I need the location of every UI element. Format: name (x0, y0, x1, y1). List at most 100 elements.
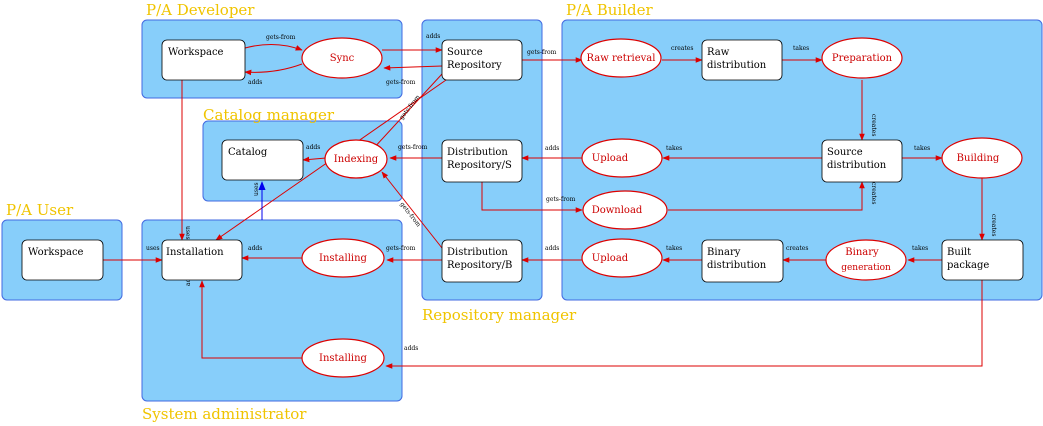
box-user-workspace[interactable]: Workspace (21, 239, 104, 281)
edge-label-uses: uses (253, 182, 260, 196)
box-raw-distribution[interactable]: Raw distribution (701, 39, 783, 81)
box-distribution-repository-b-label-1: Distribution (447, 247, 508, 258)
edge-source-to-indexing (371, 73, 443, 151)
process-download-label: Download (592, 205, 643, 216)
process-sync[interactable]: Sync (301, 37, 383, 79)
edge-label-adds: adds (248, 79, 262, 86)
process-upload-s[interactable]: Upload (581, 138, 663, 178)
process-building-label: Building (957, 153, 1000, 164)
edge-label-adds: adds (248, 245, 262, 252)
edge-label-takes: takes (793, 45, 809, 52)
edge-indexing-to-catalog (302, 156, 327, 163)
box-source-repository[interactable]: Source Repository (441, 39, 523, 81)
process-sync-label: Sync (330, 53, 355, 64)
process-upload-b-label: Upload (592, 253, 629, 264)
box-distribution-repository-s[interactable]: Distribution Repository/S (441, 139, 523, 183)
process-installing-b[interactable]: Installing (301, 238, 385, 278)
process-download[interactable]: Download (582, 190, 668, 230)
process-binary-generation-label-1: Binary (845, 247, 879, 258)
region-title-sysadmin: System administrator (142, 405, 307, 423)
box-binary-distribution-label-2: distribution (707, 260, 767, 271)
box-raw-distribution-label-1: Raw (707, 47, 730, 58)
box-binary-distribution-label-1: Binary (707, 247, 741, 258)
box-built-package[interactable]: Built package (941, 239, 1024, 281)
edge-label-uses: uses (146, 245, 160, 252)
edge-label-gets-from: gets-from (266, 34, 296, 41)
edge-label-gets-from: gets-from (398, 94, 422, 122)
edge-label-creates: creates (671, 45, 693, 52)
process-binary-generation[interactable]: Binary generation (825, 239, 907, 281)
region-title-developer: P/A Developer (146, 1, 255, 19)
edge-label-gets-from: gets-from (386, 245, 416, 252)
edge-label-adds: adds (404, 345, 418, 352)
edge-installing-c-to-installation (199, 280, 302, 359)
region-title-builder: P/A Builder (566, 1, 654, 19)
edge-label-adds: adds (545, 245, 559, 252)
process-installing-c-label: Installing (319, 353, 368, 364)
edge-label-adds: adds (306, 144, 320, 151)
box-dev-workspace-label-1: Workspace (168, 47, 224, 58)
edge-label-takes: takes (666, 245, 682, 252)
edge-label-takes: takes (666, 145, 682, 152)
box-dev-workspace[interactable]: Workspace (161, 39, 246, 81)
process-building[interactable]: Building (941, 137, 1023, 179)
edge-label-creates: creates (990, 214, 997, 236)
box-source-distribution-label-1: Source (827, 147, 863, 158)
box-distribution-repository-s-label-1: Distribution (447, 147, 508, 158)
edge-built-to-installing-c (385, 280, 983, 369)
process-indexing-label: Indexing (334, 154, 379, 165)
box-source-distribution-label-2: distribution (827, 160, 887, 171)
edge-distS-to-download (481, 182, 583, 213)
box-source-repository-label-1: Source (447, 47, 483, 58)
box-binary-distribution[interactable]: Binary distribution (701, 239, 784, 283)
box-catalog-label-1: Catalog (228, 147, 268, 158)
edge-label-creates: creates (870, 114, 877, 136)
edge-label-gets-from: gets-from (546, 196, 576, 203)
edge-label-creates: creates (786, 245, 808, 252)
edge-download-to-source-dist (668, 181, 865, 211)
process-indexing[interactable]: Indexing (324, 139, 388, 179)
region-title-catalog: Catalog manager (203, 106, 335, 124)
edge-label-uses: uses (184, 226, 191, 240)
region-title-repo: Repository manager (422, 306, 577, 324)
box-installation-label-1: Installation (166, 247, 224, 258)
boxes: Workspace Source Repository Catalog Dist… (21, 39, 1024, 283)
edge-source-to-sync (383, 64, 443, 71)
processes: Sync Indexing Installing Installing Raw … (301, 37, 1023, 378)
box-distribution-repository-b[interactable]: Distribution Repository/B (441, 239, 523, 283)
region-titles: P/A Developer Catalog manager P/A User S… (6, 1, 654, 423)
edge-label-takes: takes (914, 145, 930, 152)
edge-label-gets-from: gets-from (398, 144, 428, 151)
process-upload-s-label: Upload (592, 153, 629, 164)
box-source-repository-label-2: Repository (447, 60, 502, 71)
edge-workspace-to-sync (244, 44, 303, 51)
process-raw-retrieval-label: Raw retrieval (587, 53, 656, 64)
edge-label-gets-from: gets-from (386, 79, 416, 86)
edge-label-takes: takes (912, 245, 928, 252)
process-binary-generation-label-2: generation (841, 263, 891, 273)
box-user-workspace-label-1: Workspace (28, 247, 84, 258)
region-builder (561, 19, 1043, 301)
process-installing-c[interactable]: Installing (301, 338, 385, 378)
edge-label-creates: creates (870, 182, 877, 204)
box-source-distribution[interactable]: Source distribution (821, 139, 903, 183)
box-installation[interactable]: Installation (161, 239, 243, 281)
edge-distB-to-indexing (381, 171, 443, 249)
box-distribution-repository-s-label-2: Repository/S (447, 160, 512, 171)
process-raw-retrieval[interactable]: Raw retrieval (580, 38, 662, 78)
box-raw-distribution-label-2: distribution (707, 60, 767, 71)
box-catalog[interactable]: Catalog (221, 139, 304, 181)
box-built-package-label-1: Built (947, 247, 971, 258)
edge-label-adds: adds (545, 145, 559, 152)
region-title-user: P/A User (6, 201, 74, 219)
process-preparation-label: Preparation (832, 53, 893, 64)
edge-label-gets-from: gets-from (527, 49, 557, 56)
process-preparation[interactable]: Preparation (821, 37, 903, 79)
edge-label-adds: adds (426, 33, 440, 40)
edge-sync-to-workspace (244, 63, 303, 76)
process-upload-b[interactable]: Upload (581, 238, 663, 278)
box-built-package-label-2: package (947, 260, 989, 271)
process-installing-b-label: Installing (319, 253, 368, 264)
box-distribution-repository-b-label-2: Repository/B (447, 260, 512, 271)
